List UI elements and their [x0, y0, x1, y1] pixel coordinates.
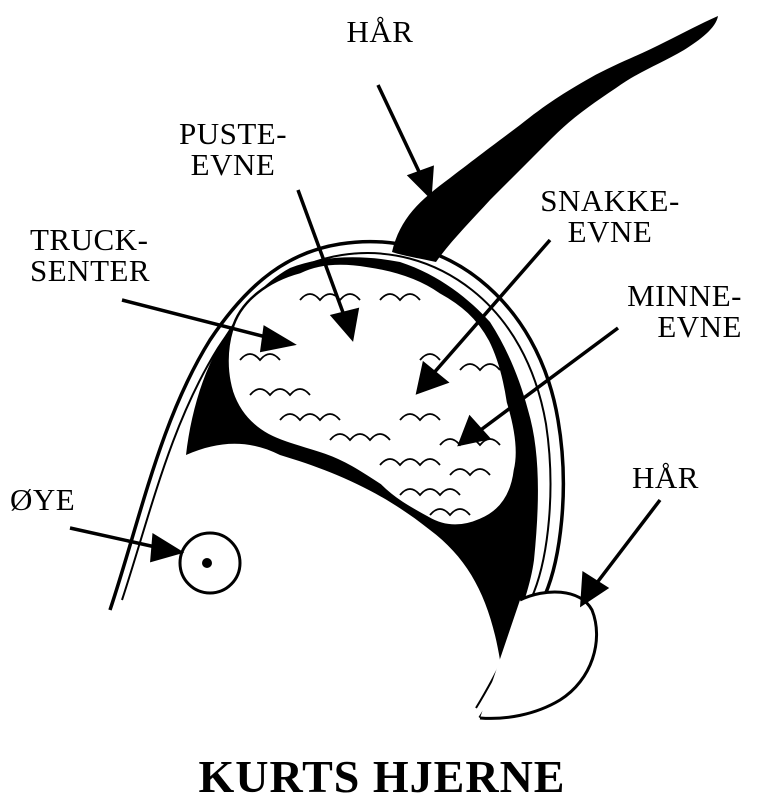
- eye-pupil: [202, 558, 212, 568]
- label-truck-line1: TRUCK-: [30, 224, 150, 255]
- label-puste-line1: PUSTE-: [158, 118, 308, 149]
- figure-title: KURTS HJERNE: [0, 752, 764, 802]
- label-oye-text: ØYE: [10, 484, 75, 515]
- label-minne-line2: EVNE: [580, 311, 742, 342]
- label-truck-line2: SENTER: [30, 255, 150, 286]
- label-puste-line2: EVNE: [158, 149, 308, 180]
- label-oye: ØYE: [10, 484, 75, 515]
- label-minne-line1: MINNE-: [580, 280, 742, 311]
- label-snakke-line2: EVNE: [520, 216, 700, 247]
- label-truck-senter: TRUCK- SENTER: [30, 224, 150, 286]
- label-har-top-text: HÅR: [330, 16, 430, 47]
- label-har-right: HÅR: [632, 462, 699, 493]
- label-snakke-evne: SNAKKE- EVNE: [520, 185, 700, 247]
- label-snakke-line1: SNAKKE-: [520, 185, 700, 216]
- label-puste-evne: PUSTE- EVNE: [158, 118, 308, 180]
- label-har-right-text: HÅR: [632, 462, 699, 493]
- label-minne-evne: MINNE- EVNE: [580, 280, 742, 342]
- label-har-top: HÅR: [330, 16, 430, 47]
